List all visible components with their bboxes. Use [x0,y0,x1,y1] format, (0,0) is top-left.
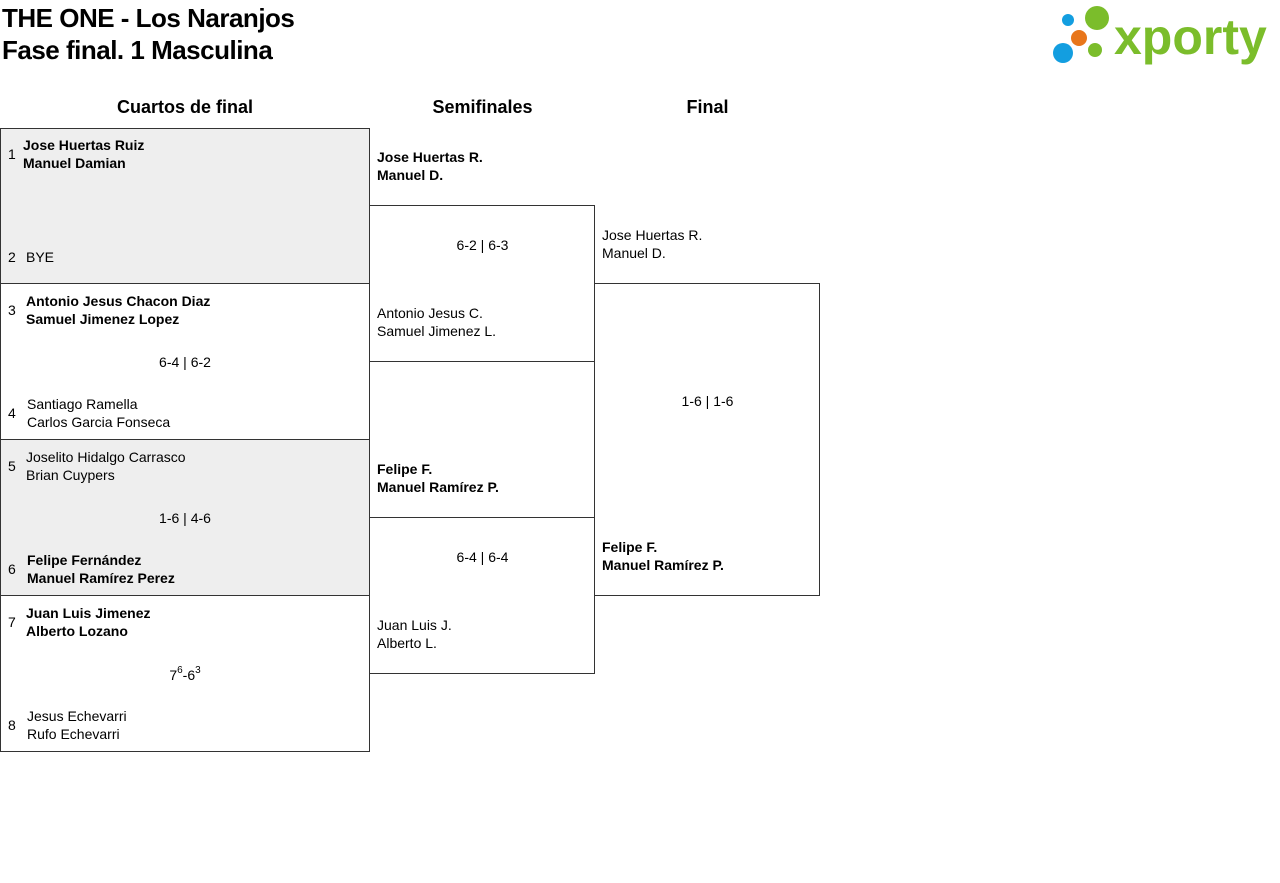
player-name: BYE [26,249,55,265]
player-name: Joselito Hidalgo Carrasco [26,449,186,465]
player-name: Rufo Echevarri [27,726,120,742]
team-entry: Felipe Fernández Manuel Ramírez Perez [27,551,175,587]
team-entry: Jose Huertas R. Manuel D. [602,226,702,262]
team-entry: Felipe F. Manuel Ramírez P. [377,460,499,496]
player-name: Jose Huertas R. [377,149,483,165]
logo-dot-blue [1053,43,1073,63]
logo-wordmark: xporty [1114,9,1267,65]
match-score: 1-6 | 4-6 [159,510,211,526]
tiebreak-score: 3 [195,665,201,676]
player-name: Samuel Jimenez Lopez [26,311,180,327]
phase-title: Fase final. 1 Masculina [2,35,273,65]
player-name: Manuel Ramírez P. [602,557,724,573]
team-entry: Juan Luis Jimenez Alberto Lozano [26,604,150,640]
team-entry: Antonio Jesus Chacon Diaz Samuel Jimenez… [26,292,210,328]
seed-number: 3 [8,302,16,318]
player-name: Jose Huertas Ruiz [23,137,145,153]
team-entry: Antonio Jesus C. Samuel Jimenez L. [377,304,496,340]
team-entry: Joselito Hidalgo Carrasco Brian Cuypers [26,448,186,484]
player-name: Alberto Lozano [26,623,128,639]
quarterfinal-match-1 [0,128,370,284]
player-name: Brian Cuypers [26,467,115,483]
team-entry: Jose Huertas R. Manuel D. [377,148,483,184]
match-score: 76-63 [0,666,370,684]
team-entry: Santiago Ramella Carlos Garcia Fonseca [27,395,170,431]
logo-dot-green-small [1088,43,1102,57]
seed-number: 7 [8,614,16,630]
team-entry: BYE [26,248,54,266]
player-name: Felipe F. [602,539,658,555]
player-name: Juan Luis J. [377,617,452,633]
round-heading-semifinals: Semifinales [432,97,533,117]
round-heading-quarterfinals: Cuartos de final [116,97,254,117]
player-name: Felipe Fernández [27,552,142,568]
final-match [594,283,820,596]
player-name: Santiago Ramella [27,396,138,412]
player-name: Manuel Ramírez P. [377,479,499,495]
round-heading-final: Final [686,97,729,117]
player-name: Antonio Jesus Chacon Diaz [26,293,211,309]
player-name: Felipe F. [377,461,433,477]
tournament-title: THE ONE - Los Naranjos [2,3,295,33]
logo-dot-green-large [1085,6,1109,30]
xporty-logo: xporty [1053,6,1267,65]
player-name: Jesus Echevarri [27,708,127,724]
quarterfinal-match-3 [0,439,370,596]
team-entry: Juan Luis J. Alberto L. [377,616,452,652]
player-name: Jose Huertas R. [602,227,703,243]
score-set: 7 [169,667,178,683]
logo-dot-blue-small [1062,14,1074,26]
logo-dot-orange [1071,30,1087,46]
seed-number: 2 [8,249,16,265]
player-name: Manuel D. [602,245,666,261]
match-score: 6-2 | 6-3 [456,237,509,253]
tiebreak-score: 6 [177,665,183,676]
player-name: Samuel Jimenez L. [377,323,497,339]
seed-number: 8 [8,717,16,733]
player-name: Carlos Garcia Fonseca [27,414,171,430]
team-entry: Felipe F. Manuel Ramírez P. [602,538,724,574]
match-score: 6-4 | 6-4 [456,549,509,565]
player-name: Manuel Ramírez Perez [27,570,175,586]
player-name: Manuel Damian [23,155,126,171]
player-name: Manuel D. [377,167,444,183]
player-name: Antonio Jesus C. [377,305,483,321]
team-entry: Jose Huertas Ruiz Manuel Damian [23,136,144,172]
score-set: -6 [182,667,196,683]
match-score: 6-4 | 6-2 [159,354,211,370]
seed-number: 4 [8,405,16,421]
seed-number: 1 [8,146,16,162]
seed-number: 6 [8,561,16,577]
match-score: 1-6 | 1-6 [681,393,734,409]
seed-number: 5 [8,458,16,474]
player-name: Alberto L. [377,635,437,651]
team-entry: Jesus Echevarri Rufo Echevarri [27,707,127,743]
player-name: Juan Luis Jimenez [26,605,151,621]
